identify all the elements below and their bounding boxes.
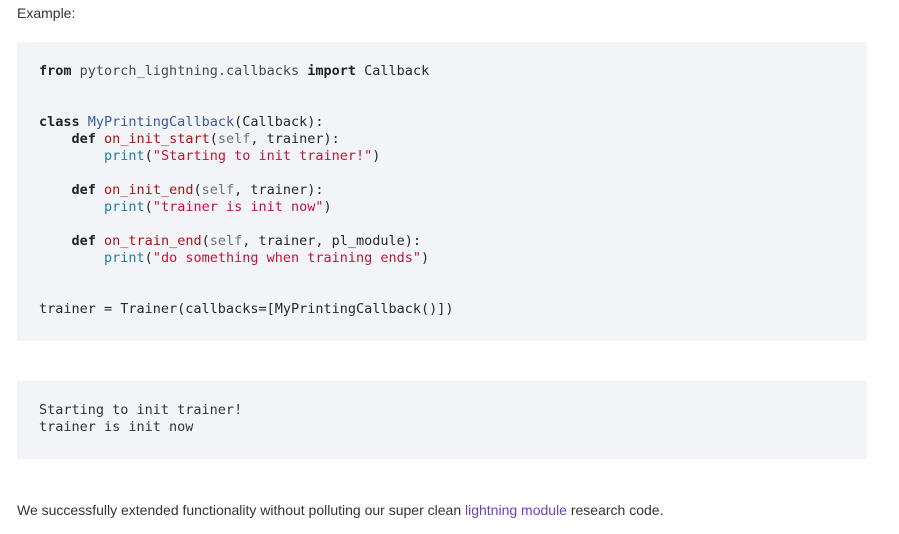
code-block: from pytorch_lightning.callbacks import … [17,42,867,341]
paren-open: ( [144,148,153,164]
output-line-2: trainer is init now [39,419,194,435]
params-rest: , trainer): [234,182,324,198]
function-name: on_train_end [104,233,202,249]
keyword-class: class [39,114,80,130]
code-line-print-3: print("do something when training ends") [39,250,429,267]
paragraph-text-after: research code. [566,502,664,518]
paren-close: ) [372,148,381,164]
paren-open: ( [144,199,153,215]
code-line-print-1: print("Starting to init trainer!") [39,148,380,165]
paren-open: ( [144,250,153,266]
code-line-print-2: print("trainer is init now") [39,199,332,216]
paren-open: ( [193,182,202,198]
example-label: Example: [17,5,76,21]
class-bases: (Callback): [234,114,324,130]
builtin-print: print [104,148,145,164]
paren-close: ) [421,250,430,266]
params-rest: , trainer, pl_module): [242,233,422,249]
paren-open: ( [209,131,218,147]
module-name: pytorch_lightning.callbacks [79,63,300,79]
keyword-from: from [39,63,72,79]
params-rest: , trainer): [250,131,340,147]
function-name: on_init_start [104,131,210,147]
code-line-trainer: trainer = Trainer(callbacks=[MyPrintingC… [39,301,454,317]
code-line-def-init-end: def on_init_end(self, trainer): [39,182,324,199]
builtin-print: print [104,199,145,215]
paragraph-text-before: We successfully extended functionality w… [17,502,465,518]
code-line-def-train-end: def on_train_end(self, trainer, pl_modul… [39,233,422,250]
self-param: self [217,131,251,147]
builtin-print: print [104,250,145,266]
code-line-def-init-start: def on_init_start(self, trainer): [39,131,340,148]
keyword-def: def [71,182,96,198]
string-literal: "do something when training ends" [152,250,422,266]
paren-close: ) [323,199,332,215]
paren-open: ( [201,233,210,249]
lightning-module-link[interactable]: lightning module [465,502,567,518]
keyword-def: def [71,131,96,147]
string-literal: "Starting to init trainer!" [152,148,373,164]
keyword-def: def [71,233,96,249]
function-name: on_init_end [104,182,194,198]
string-literal: "trainer is init now" [152,199,324,215]
class-name: MyPrintingCallback [87,114,235,130]
summary-paragraph: We successfully extended functionality w… [17,500,663,520]
code-line-import: from pytorch_lightning.callbacks import … [39,63,429,80]
output-block: Starting to init trainer! trainer is ini… [17,381,867,459]
output-line-1: Starting to init trainer! [39,402,243,418]
self-param: self [209,233,243,249]
self-param: self [201,182,235,198]
code-line-class: class MyPrintingCallback(Callback): [39,114,324,131]
imported-name: Callback [364,63,430,79]
keyword-import: import [307,63,357,79]
